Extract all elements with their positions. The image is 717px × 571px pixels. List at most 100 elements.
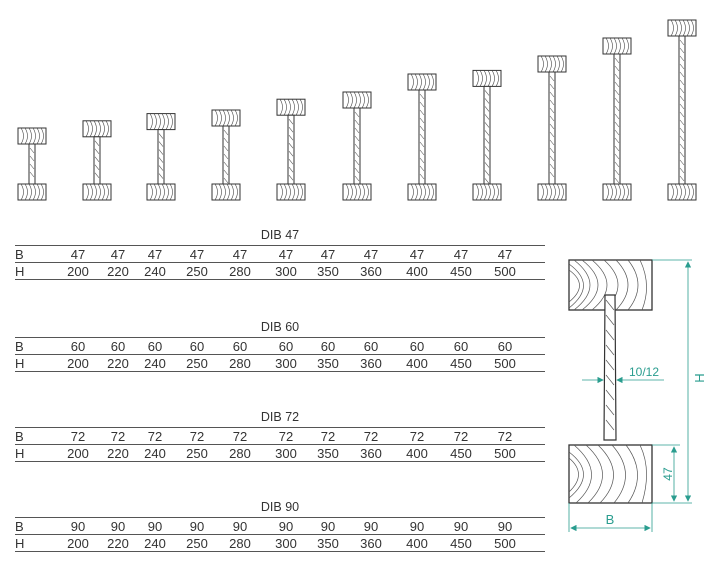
- table-cell: 450: [450, 446, 472, 461]
- table-cell: 60: [363, 339, 379, 354]
- table-title: DIB 72: [260, 410, 300, 424]
- table-cell: 47: [70, 247, 86, 262]
- table-cell: 60: [409, 339, 425, 354]
- table-rule: [15, 337, 545, 338]
- table-cell: 60: [189, 339, 205, 354]
- table-cell: 360: [360, 446, 382, 461]
- table-rule: [15, 444, 545, 445]
- table-rule: [15, 517, 545, 518]
- web: [28, 143, 36, 185]
- table-cell: 47: [278, 247, 294, 262]
- table-cell: 240: [144, 536, 166, 551]
- table-cell: 90: [70, 519, 86, 534]
- table-title: DIB 90: [260, 500, 300, 514]
- table-cell: 60: [70, 339, 86, 354]
- table-cell: 300: [275, 356, 297, 371]
- table-cell: 360: [360, 536, 382, 551]
- table-cell: 72: [453, 429, 469, 444]
- table-rule: [15, 534, 545, 535]
- beam-profile: [537, 55, 567, 201]
- row-label: H: [15, 264, 25, 279]
- table-cell: 72: [232, 429, 248, 444]
- row-label: H: [15, 446, 25, 461]
- table-cell: 280: [229, 264, 251, 279]
- table-rule: [15, 461, 545, 462]
- cross-section-detail: H 47 B 10/12: [568, 259, 707, 532]
- table-cell: 90: [189, 519, 205, 534]
- table-cell: 300: [275, 264, 297, 279]
- row-label: B: [15, 247, 24, 262]
- table-cell: 47: [110, 247, 126, 262]
- table-cell: 72: [363, 429, 379, 444]
- table-cell: 300: [275, 446, 297, 461]
- table-cell: 500: [494, 446, 516, 461]
- row-label: H: [15, 356, 25, 371]
- web: [93, 136, 101, 185]
- table-cell: 280: [229, 446, 251, 461]
- row-label: B: [15, 429, 24, 444]
- table-cell: 200: [67, 446, 89, 461]
- beam-profile: [82, 120, 112, 201]
- table-rule: [15, 245, 545, 246]
- table-cell: 250: [186, 264, 208, 279]
- table-cell: 60: [320, 339, 336, 354]
- flange-height-label: 47: [661, 467, 675, 481]
- table-cell: 240: [144, 356, 166, 371]
- table-rule: [15, 262, 545, 263]
- table-cell: 90: [320, 519, 336, 534]
- table-cell: 47: [363, 247, 379, 262]
- table-cell: 60: [497, 339, 513, 354]
- table-cell: 47: [232, 247, 248, 262]
- table-cell: 200: [67, 264, 89, 279]
- table-cell: 72: [320, 429, 336, 444]
- table-cell: 220: [107, 264, 129, 279]
- table-cell: 220: [107, 356, 129, 371]
- table-cell: 200: [67, 536, 89, 551]
- table-cell: 90: [232, 519, 248, 534]
- beam-profile: [602, 37, 632, 201]
- web: [287, 114, 295, 185]
- table-cell: 220: [107, 446, 129, 461]
- table-cell: 450: [450, 356, 472, 371]
- table-cell: 360: [360, 264, 382, 279]
- beam-profile: [276, 98, 306, 201]
- table-cell: 240: [144, 264, 166, 279]
- table-cell: 350: [317, 356, 339, 371]
- beam-profile: [407, 73, 437, 201]
- table-cell: 250: [186, 536, 208, 551]
- table-cell: 400: [406, 356, 428, 371]
- bottom-flange: [568, 444, 653, 504]
- table-cell: 220: [107, 536, 129, 551]
- table-cell: 60: [278, 339, 294, 354]
- table-cell: 250: [186, 446, 208, 461]
- table-cell: 280: [229, 536, 251, 551]
- beam-profile: [667, 19, 697, 201]
- table-cell: 60: [453, 339, 469, 354]
- table-cell: 90: [409, 519, 425, 534]
- table-cell: 450: [450, 536, 472, 551]
- table-cell: 72: [147, 429, 163, 444]
- beam-profile: [17, 127, 47, 201]
- table-cell: 450: [450, 264, 472, 279]
- table-cell: 200: [67, 356, 89, 371]
- table-cell: 500: [494, 356, 516, 371]
- table-cell: 350: [317, 446, 339, 461]
- table-cell: 72: [278, 429, 294, 444]
- table-cell: 90: [278, 519, 294, 534]
- table-cell: 300: [275, 536, 297, 551]
- web-thickness-label: 10/12: [629, 365, 659, 379]
- table-cell: 72: [110, 429, 126, 444]
- table-cell: 500: [494, 264, 516, 279]
- beam-profile: [211, 109, 241, 201]
- table-rule: [15, 354, 545, 355]
- table-cell: 47: [453, 247, 469, 262]
- row-label: B: [15, 339, 24, 354]
- table-cell: 90: [363, 519, 379, 534]
- table-cell: 90: [147, 519, 163, 534]
